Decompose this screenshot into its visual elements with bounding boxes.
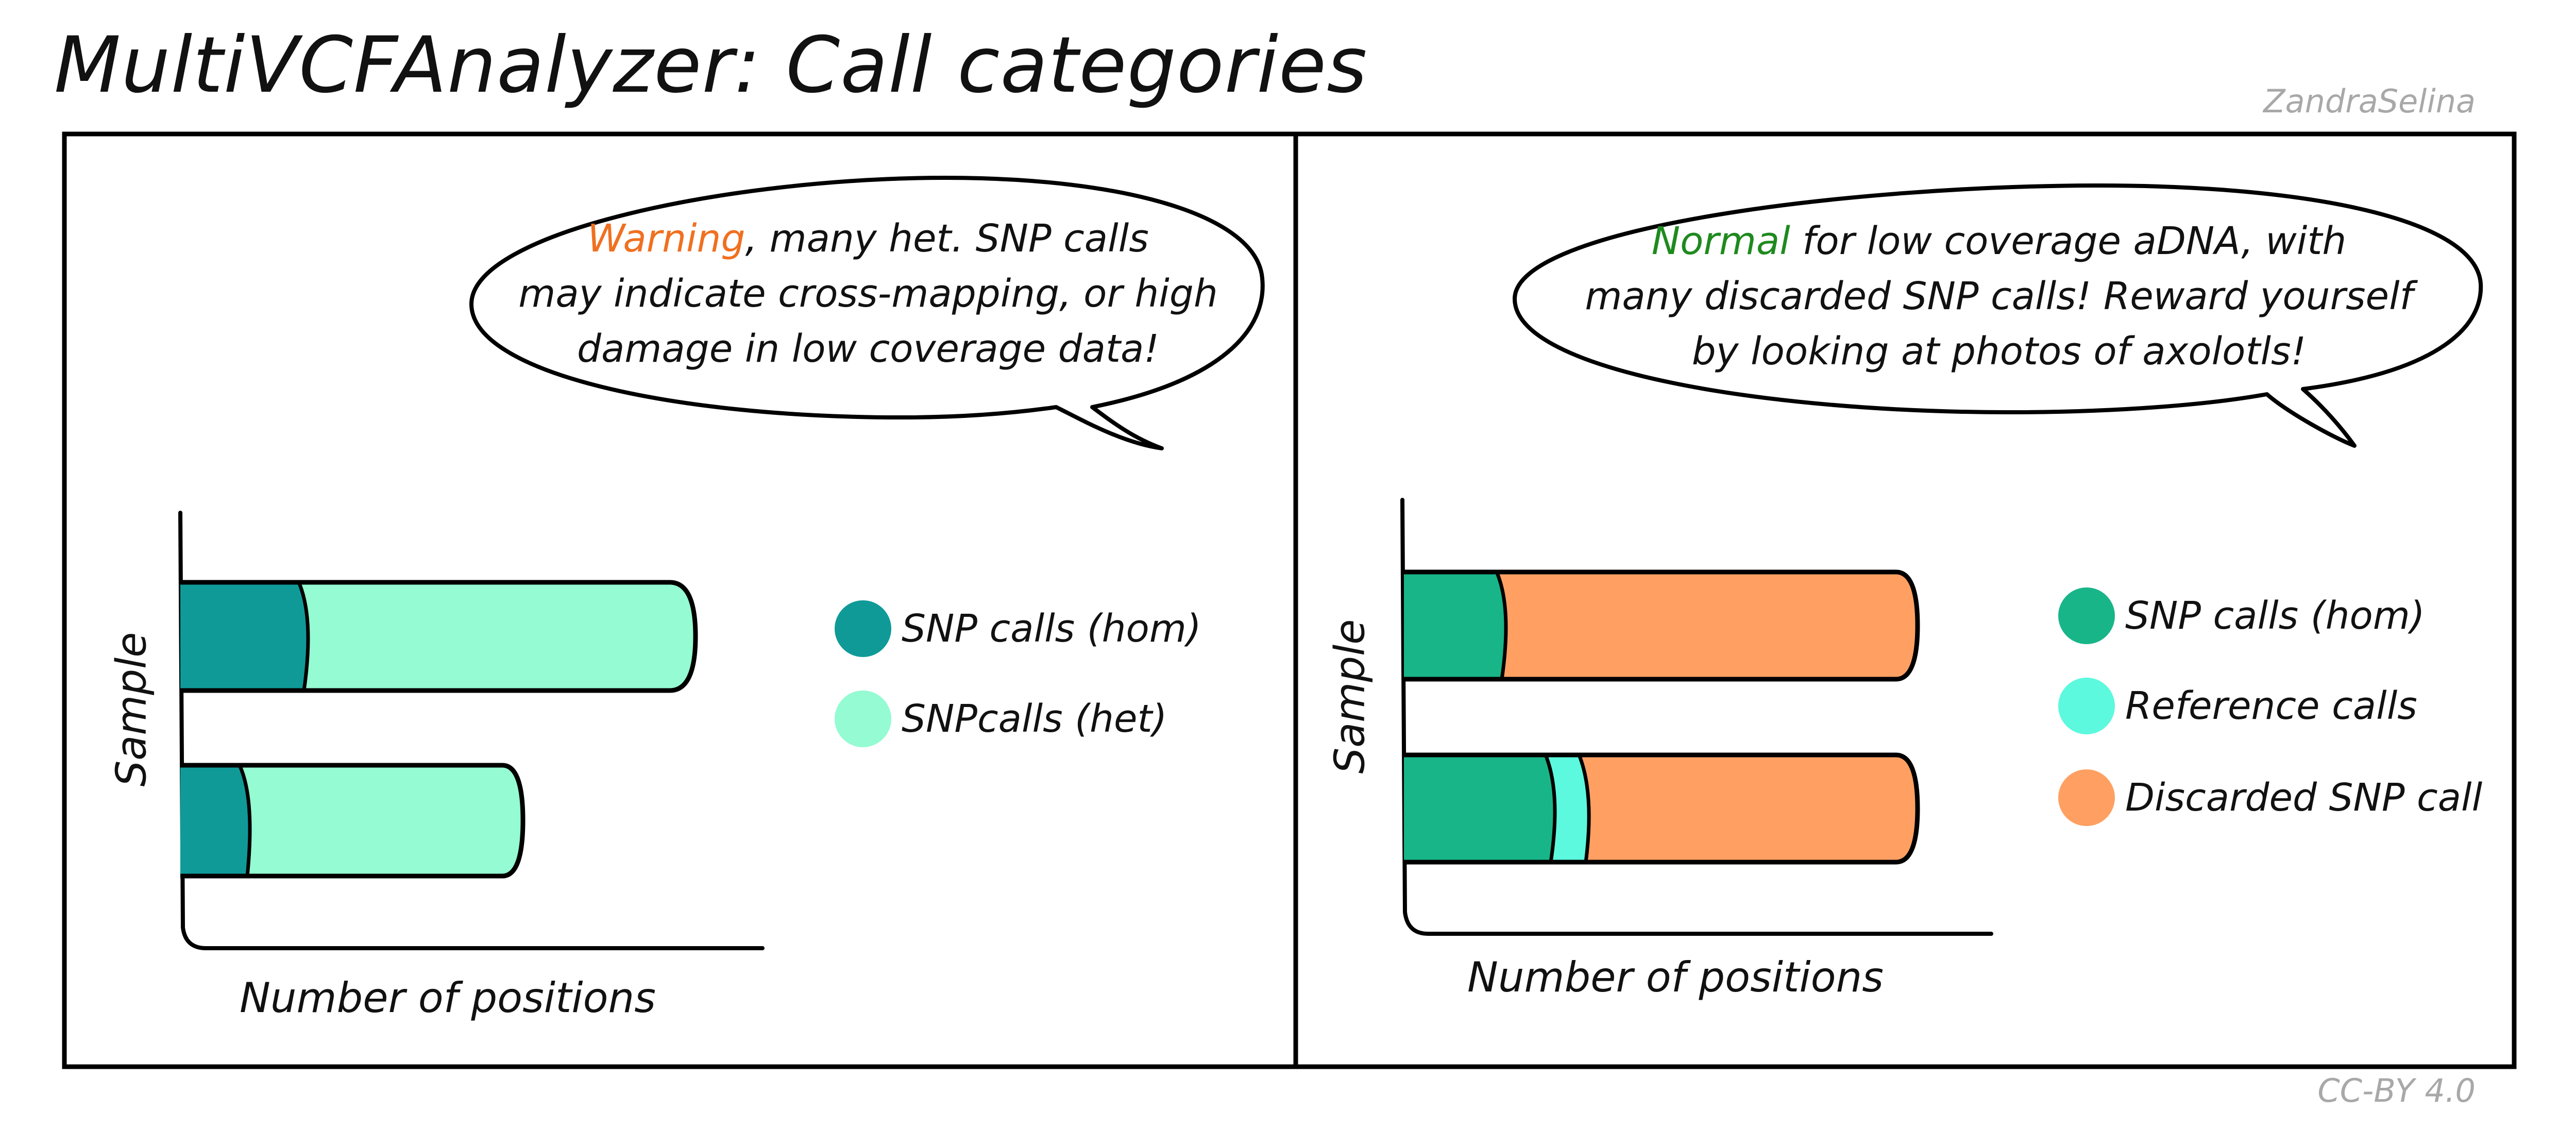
speech-text-right: Normal for low coverage aDNA, with many … bbox=[1571, 214, 2427, 379]
warning-word: Warning bbox=[587, 216, 745, 261]
license-note: CC-BY 4.0 bbox=[2317, 1072, 2476, 1109]
right-bar-2 bbox=[1404, 752, 1920, 865]
speech-text-left: Warning, many het. SNP calls may indicat… bbox=[518, 211, 1218, 377]
right-bar-2-hom bbox=[1404, 755, 1555, 862]
legend-item-snp-het: SNPcalls (het) bbox=[835, 691, 1167, 747]
x-axis-label-left: Number of positions bbox=[240, 974, 656, 1022]
speech-line-1-rest: for low coverage aDNA, with bbox=[1790, 219, 2347, 263]
right-bar-1-discarded bbox=[1497, 572, 1918, 679]
panel-frame-right bbox=[1293, 131, 2517, 1069]
left-bar-2-het bbox=[240, 765, 523, 876]
legend-label: Reference calls bbox=[2125, 684, 2417, 728]
right-chart-axes bbox=[1400, 498, 1993, 936]
page-title: MultiVCFAnalyzer: Call categories bbox=[54, 21, 1368, 110]
left-bar-2-hom bbox=[180, 765, 250, 876]
speech-line-2: may indicate cross-mapping, or high bbox=[518, 272, 1218, 316]
legend-swatch bbox=[2058, 587, 2115, 644]
legend-swatch bbox=[835, 691, 891, 747]
legend-item-snp-hom: SNP calls (hom) bbox=[835, 600, 1201, 657]
speech-line-2: many discarded SNP calls! Reward yoursel… bbox=[1585, 274, 2413, 318]
legend-item-discarded: Discarded SNP call bbox=[2058, 769, 2482, 826]
speech-line-1: Normal for low coverage aDNA, with bbox=[1571, 214, 2427, 269]
legend-swatch bbox=[2058, 678, 2115, 734]
left-bar-1-hom bbox=[180, 582, 308, 691]
legend-label: SNP calls (hom) bbox=[902, 607, 1201, 651]
right-bar-1-hom bbox=[1404, 572, 1506, 679]
legend-label: Discarded SNP call bbox=[2125, 776, 2483, 820]
left-bar-1 bbox=[180, 580, 698, 693]
right-bar-1 bbox=[1404, 569, 1920, 682]
speech-bubble-right bbox=[1513, 183, 2483, 448]
left-bar-2 bbox=[180, 763, 526, 879]
normal-word: Normal bbox=[1651, 219, 1790, 263]
right-bar-2-discarded bbox=[1579, 755, 1918, 862]
speech-bubble-left bbox=[469, 176, 1265, 450]
speech-line-3: damage in low coverage data! bbox=[577, 327, 1160, 371]
legend-item-reference: Reference calls bbox=[2058, 678, 2417, 734]
y-axis-label-left: Sample bbox=[107, 632, 156, 787]
legend-label: SNPcalls (het) bbox=[902, 697, 1167, 741]
author-credit: ZandraSelina bbox=[2263, 82, 2476, 120]
legend-label: SNP calls (hom) bbox=[2125, 594, 2425, 638]
speech-line-1: Warning, many het. SNP calls bbox=[518, 211, 1218, 266]
legend-item-snp-hom: SNP calls (hom) bbox=[2058, 587, 2425, 644]
y-axis-label-right: Sample bbox=[1326, 619, 1374, 774]
left-chart-axes bbox=[178, 511, 765, 950]
speech-line-3: by looking at photos of axolotls! bbox=[1691, 329, 2307, 374]
legend-swatch bbox=[2058, 769, 2115, 826]
legend-swatch bbox=[835, 600, 891, 657]
speech-line-1-rest: , many het. SNP calls bbox=[745, 216, 1149, 261]
x-axis-label-right: Number of positions bbox=[1467, 953, 1884, 1001]
right-bar-2-reference bbox=[1546, 755, 1589, 862]
left-bar-1-het bbox=[299, 582, 696, 691]
